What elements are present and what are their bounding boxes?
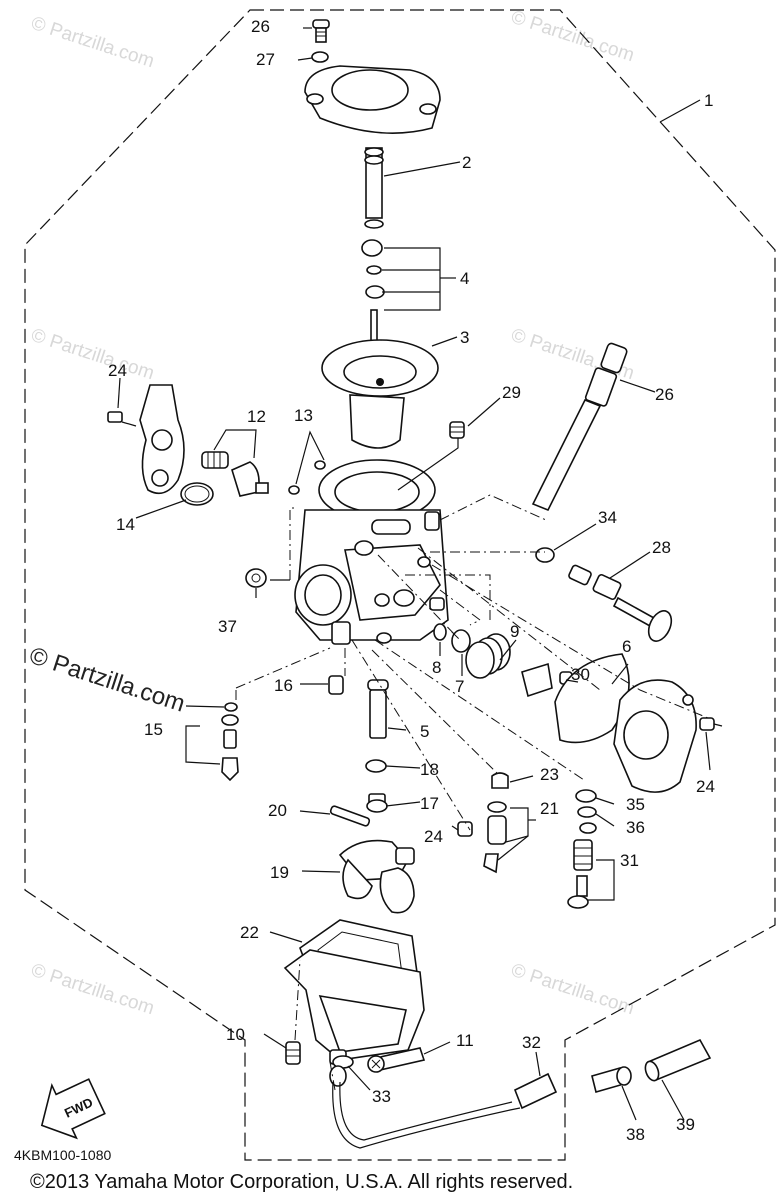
part-12-spring-plunger bbox=[201, 451, 269, 497]
part-9-spring bbox=[465, 633, 511, 679]
callout-38: 37 bbox=[218, 617, 237, 636]
part-5-needle-jet bbox=[367, 679, 389, 739]
callout-7: 7 bbox=[455, 677, 464, 696]
callout-17: 17 bbox=[420, 794, 439, 813]
part-35-o-ring bbox=[535, 547, 555, 563]
callout-40: 39 bbox=[676, 1115, 695, 1134]
part-26-vent-tube bbox=[531, 342, 628, 512]
callout-28: 27 bbox=[256, 50, 275, 69]
part-18-washer bbox=[365, 759, 387, 773]
watermark-top-left: © Partzilla.com bbox=[28, 13, 156, 73]
callout-8: 8 bbox=[432, 658, 441, 677]
part-38-nut bbox=[245, 568, 267, 588]
callout-31: 30 bbox=[571, 665, 590, 684]
part-36-o-ring bbox=[575, 789, 597, 803]
callout-11: 11 bbox=[456, 1031, 474, 1050]
callout-25: 24 bbox=[424, 827, 443, 846]
callout-24-right: 24 bbox=[696, 777, 715, 796]
part-19-float bbox=[338, 839, 415, 914]
part-29-starter-plunger bbox=[568, 564, 673, 642]
carburetor-body bbox=[294, 459, 449, 645]
part-1-top-cover bbox=[304, 65, 441, 134]
callout-16: 16 bbox=[274, 676, 293, 695]
callout-32: 31 bbox=[620, 851, 639, 870]
callout-39: 38 bbox=[626, 1125, 645, 1144]
watermark-mid-left: © Partzilla.com bbox=[28, 325, 156, 385]
part-21-float-valve bbox=[483, 801, 507, 874]
part-6-diaphragm bbox=[554, 653, 630, 744]
callout-14: 14 bbox=[116, 515, 135, 534]
leader-lines bbox=[117, 27, 711, 1121]
callout-37: 36 bbox=[626, 818, 645, 837]
callout-12: 12 bbox=[247, 407, 266, 426]
part-33-drain-hose bbox=[332, 1072, 558, 1149]
part-40-hose bbox=[644, 1038, 712, 1082]
callout-1: 1 bbox=[704, 91, 713, 110]
callout-26: 26 bbox=[655, 385, 674, 404]
callout-33: 32 bbox=[522, 1033, 541, 1052]
callout-15: 15 bbox=[144, 720, 163, 739]
callout-36: 35 bbox=[626, 795, 645, 814]
callout-29: 28 bbox=[652, 538, 671, 557]
part-3-piston-valve bbox=[321, 339, 439, 449]
part-30-plug bbox=[449, 421, 465, 439]
callout-18: 18 bbox=[420, 760, 439, 779]
callout-6: 6 bbox=[622, 637, 631, 656]
watermark-low-left: © Partzilla.com bbox=[28, 960, 156, 1020]
callout-34: 33 bbox=[372, 1087, 391, 1106]
fwd-arrow-icon: FWD bbox=[40, 1078, 106, 1140]
part-28-washer bbox=[311, 51, 329, 63]
callout-4: 4 bbox=[460, 269, 469, 288]
callout-10: 10 bbox=[226, 1025, 245, 1044]
part-32-screw-spring bbox=[567, 822, 597, 909]
callout-24-left: 24 bbox=[108, 361, 127, 380]
part-17-main-jet bbox=[366, 793, 388, 813]
part-10-screw bbox=[285, 1041, 301, 1065]
part-14-o-ring bbox=[180, 482, 214, 506]
part-7-seal bbox=[451, 629, 471, 653]
part-11-drain-screw bbox=[367, 1047, 426, 1073]
part-16-jet bbox=[328, 675, 344, 695]
callout-13: 13 bbox=[294, 406, 313, 425]
callout-labels: 26 27 1 2 4 3 24 12 13 29 26 14 34 28 37… bbox=[108, 17, 715, 1144]
part-15-pilot-screw-set bbox=[221, 702, 239, 782]
callout-22: 22 bbox=[240, 923, 259, 942]
copyright-text: ©2013 Yamaha Motor Corporation, U.S.A. A… bbox=[30, 1171, 573, 1193]
callout-3: 3 bbox=[460, 328, 469, 347]
part-20-float-pin bbox=[329, 805, 371, 827]
callout-23: 23 bbox=[540, 765, 559, 784]
diagram-code: 4KBM100-1080 bbox=[14, 1147, 112, 1163]
callout-20: 20 bbox=[268, 801, 287, 820]
part-34-clamp bbox=[329, 1055, 354, 1087]
part-24-screw-right bbox=[699, 717, 723, 731]
watermark-low-right: © Partzilla.com bbox=[508, 960, 636, 1020]
part-2-spring bbox=[364, 147, 384, 229]
part-37-washer bbox=[577, 806, 597, 818]
callout-21: 21 bbox=[540, 799, 559, 818]
part-27-screw bbox=[312, 19, 330, 43]
reference-lines bbox=[235, 494, 709, 1091]
callout-27: 26 bbox=[251, 17, 270, 36]
callout-35: 34 bbox=[598, 508, 617, 527]
watermark-top-right: © Partzilla.com bbox=[508, 7, 636, 67]
accelerator-pump-cover bbox=[139, 384, 185, 495]
callout-2: 2 bbox=[462, 153, 471, 172]
callout-9: 9 bbox=[510, 622, 519, 641]
part-23-cap bbox=[491, 772, 509, 789]
callout-19: 19 bbox=[270, 863, 289, 882]
part-8-washer bbox=[433, 623, 447, 641]
diaphragm-cover bbox=[613, 679, 697, 793]
watermark-center-left: © Partzilla.com bbox=[26, 642, 188, 718]
part-13-o-rings bbox=[288, 460, 326, 495]
callout-5: 5 bbox=[420, 722, 429, 741]
callout-30: 29 bbox=[502, 383, 521, 402]
part-24-screw-left bbox=[107, 411, 137, 427]
assembly-boundary bbox=[24, 9, 776, 1161]
part-39-joint bbox=[591, 1066, 632, 1093]
